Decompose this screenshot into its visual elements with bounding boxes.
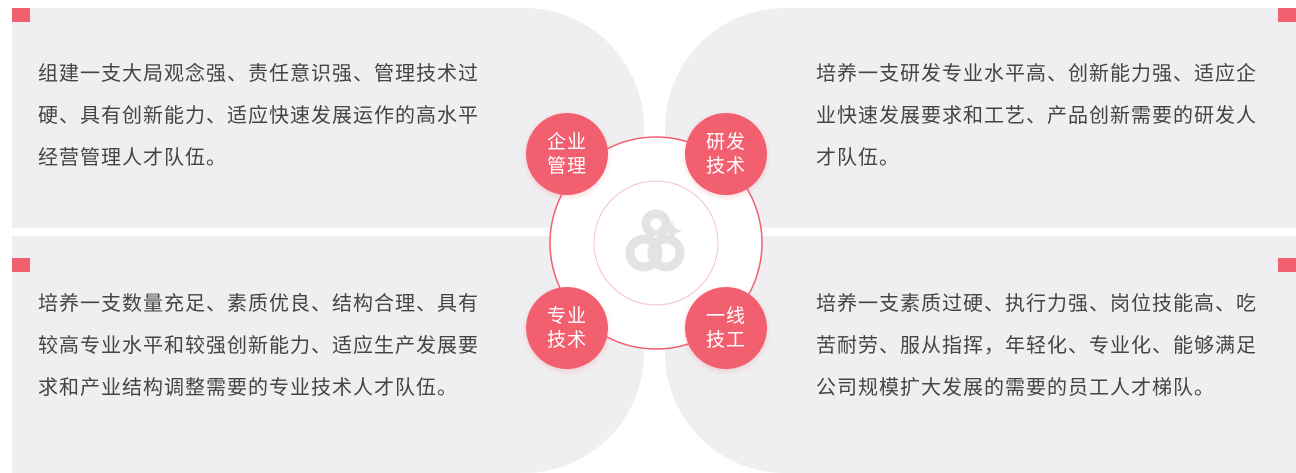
frontline-label-line2: 技工 (705, 329, 746, 351)
infinity-sparkle-icon (625, 209, 685, 272)
professional-description: 培养一支数量充足、素质优良、结构合理、具有较高专业水平和较强创新能力、适应生产发… (38, 291, 479, 399)
frontline-panel (665, 236, 1296, 473)
rd-panel (665, 8, 1296, 228)
management-label-line1: 企业 (546, 131, 587, 153)
frontline-description: 培养一支素质过硬、执行力强、岗位技能高、吃苦耐劳、服从指挥，年轻化、专业化、能够… (816, 291, 1257, 399)
management-description: 组建一支大局观念强、责任意识强、管理技术过硬、具有创新能力、适应快速发展运作的高… (38, 61, 479, 169)
professional-bubble: 专业技术 (526, 287, 608, 369)
management-panel (12, 8, 644, 228)
professional-label-line2: 技术 (546, 329, 587, 351)
corner-mark-top-right (1278, 8, 1296, 22)
frontline-bubble: 一线技工 (685, 287, 767, 369)
professional-label-line1: 专业 (546, 305, 587, 327)
corner-mark-bottom-left (12, 258, 30, 272)
management-label-line2: 管理 (546, 155, 587, 177)
rd-label-line2: 技术 (705, 155, 746, 177)
management-bubble: 企业管理 (526, 113, 608, 195)
frontline-label-line1: 一线 (705, 305, 746, 327)
corner-mark-bottom-right (1278, 258, 1296, 272)
rd-label-line1: 研发 (705, 131, 746, 153)
rd-description: 培养一支研发专业水平高、创新能力强、适应企业快速发展要求和工艺、产品创新需要的研… (816, 61, 1257, 169)
corner-mark-top-left (12, 8, 30, 22)
rd-bubble: 研发技术 (685, 113, 767, 195)
